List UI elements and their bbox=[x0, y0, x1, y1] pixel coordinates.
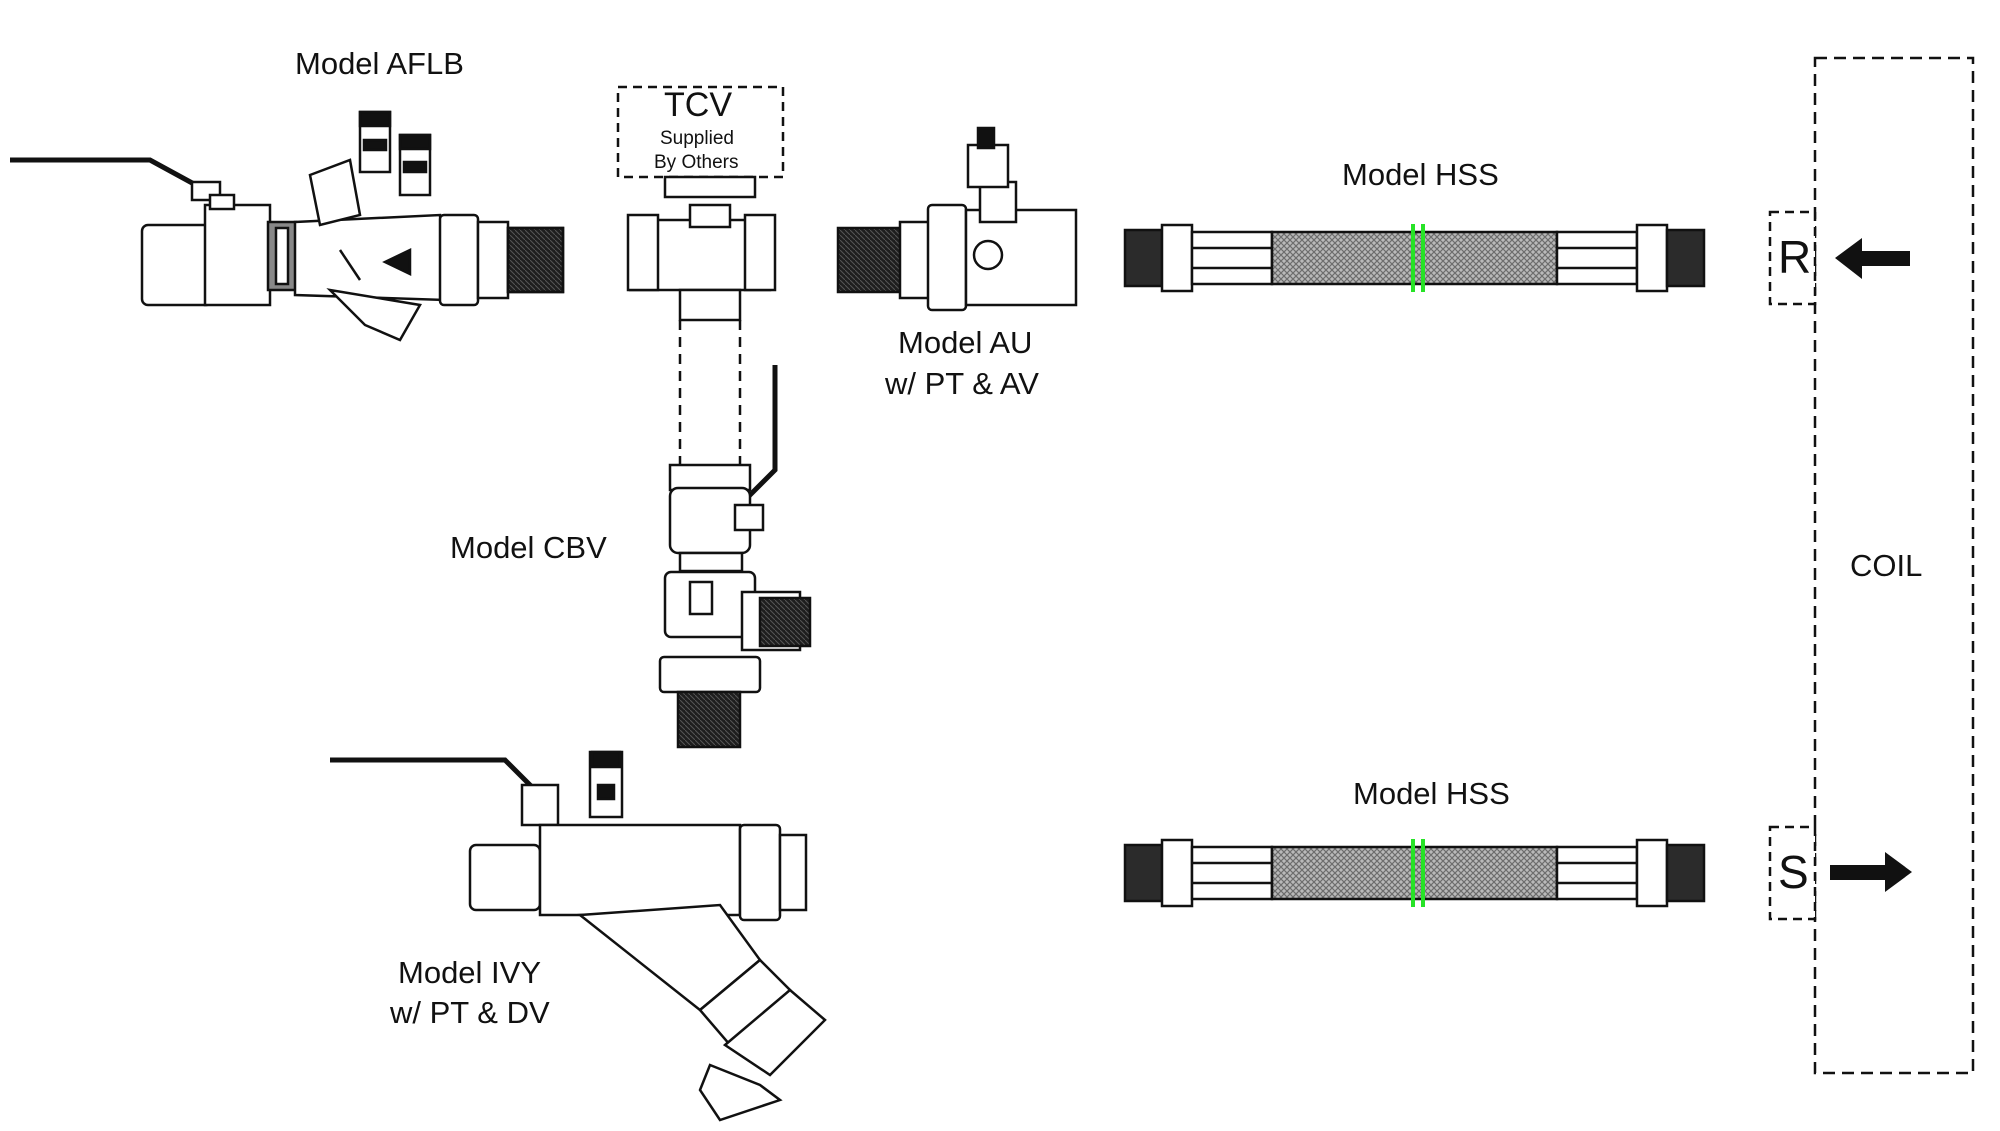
label-au-line1: Model AU bbox=[898, 325, 1033, 360]
label-cbv: Model CBV bbox=[450, 530, 607, 565]
aflb-handle-lever bbox=[10, 157, 207, 193]
label-au-line2: w/ PT & AV bbox=[885, 366, 1039, 401]
ivy-valve-assembly bbox=[330, 750, 827, 1122]
label-tcv-note-line2: By Others bbox=[654, 152, 739, 173]
hss-hose-top bbox=[1123, 223, 1706, 293]
arrow-left-icon bbox=[1835, 238, 1910, 279]
cbv-handle-lever bbox=[743, 365, 778, 502]
label-aflb: Model AFLB bbox=[295, 46, 464, 81]
label-hss-top: Model HSS bbox=[1342, 157, 1499, 192]
flow-arrow-icon bbox=[382, 248, 412, 276]
hss-hose-bottom bbox=[1123, 838, 1706, 908]
aflb-valve-assembly bbox=[10, 110, 565, 342]
arrow-right-icon bbox=[1830, 852, 1912, 892]
au-valve-assembly bbox=[836, 126, 1078, 312]
coil-box bbox=[1768, 56, 1975, 1075]
ivy-handle-lever bbox=[330, 757, 537, 792]
label-ivy-line1: Model IVY bbox=[398, 955, 542, 990]
supply-port-box bbox=[1768, 825, 1817, 921]
label-tcv: TCV bbox=[664, 86, 732, 124]
return-port-box bbox=[1768, 210, 1817, 306]
cbv-valve-assembly bbox=[658, 365, 812, 749]
label-return-port: R bbox=[1778, 231, 1812, 283]
label-hss-bottom: Model HSS bbox=[1353, 776, 1510, 811]
label-coil: COIL bbox=[1850, 548, 1923, 583]
tcv-assembly bbox=[616, 85, 785, 465]
label-ivy-line2: w/ PT & DV bbox=[390, 995, 550, 1030]
label-supply-port: S bbox=[1778, 846, 1809, 898]
label-tcv-note-line1: Supplied bbox=[660, 128, 734, 149]
